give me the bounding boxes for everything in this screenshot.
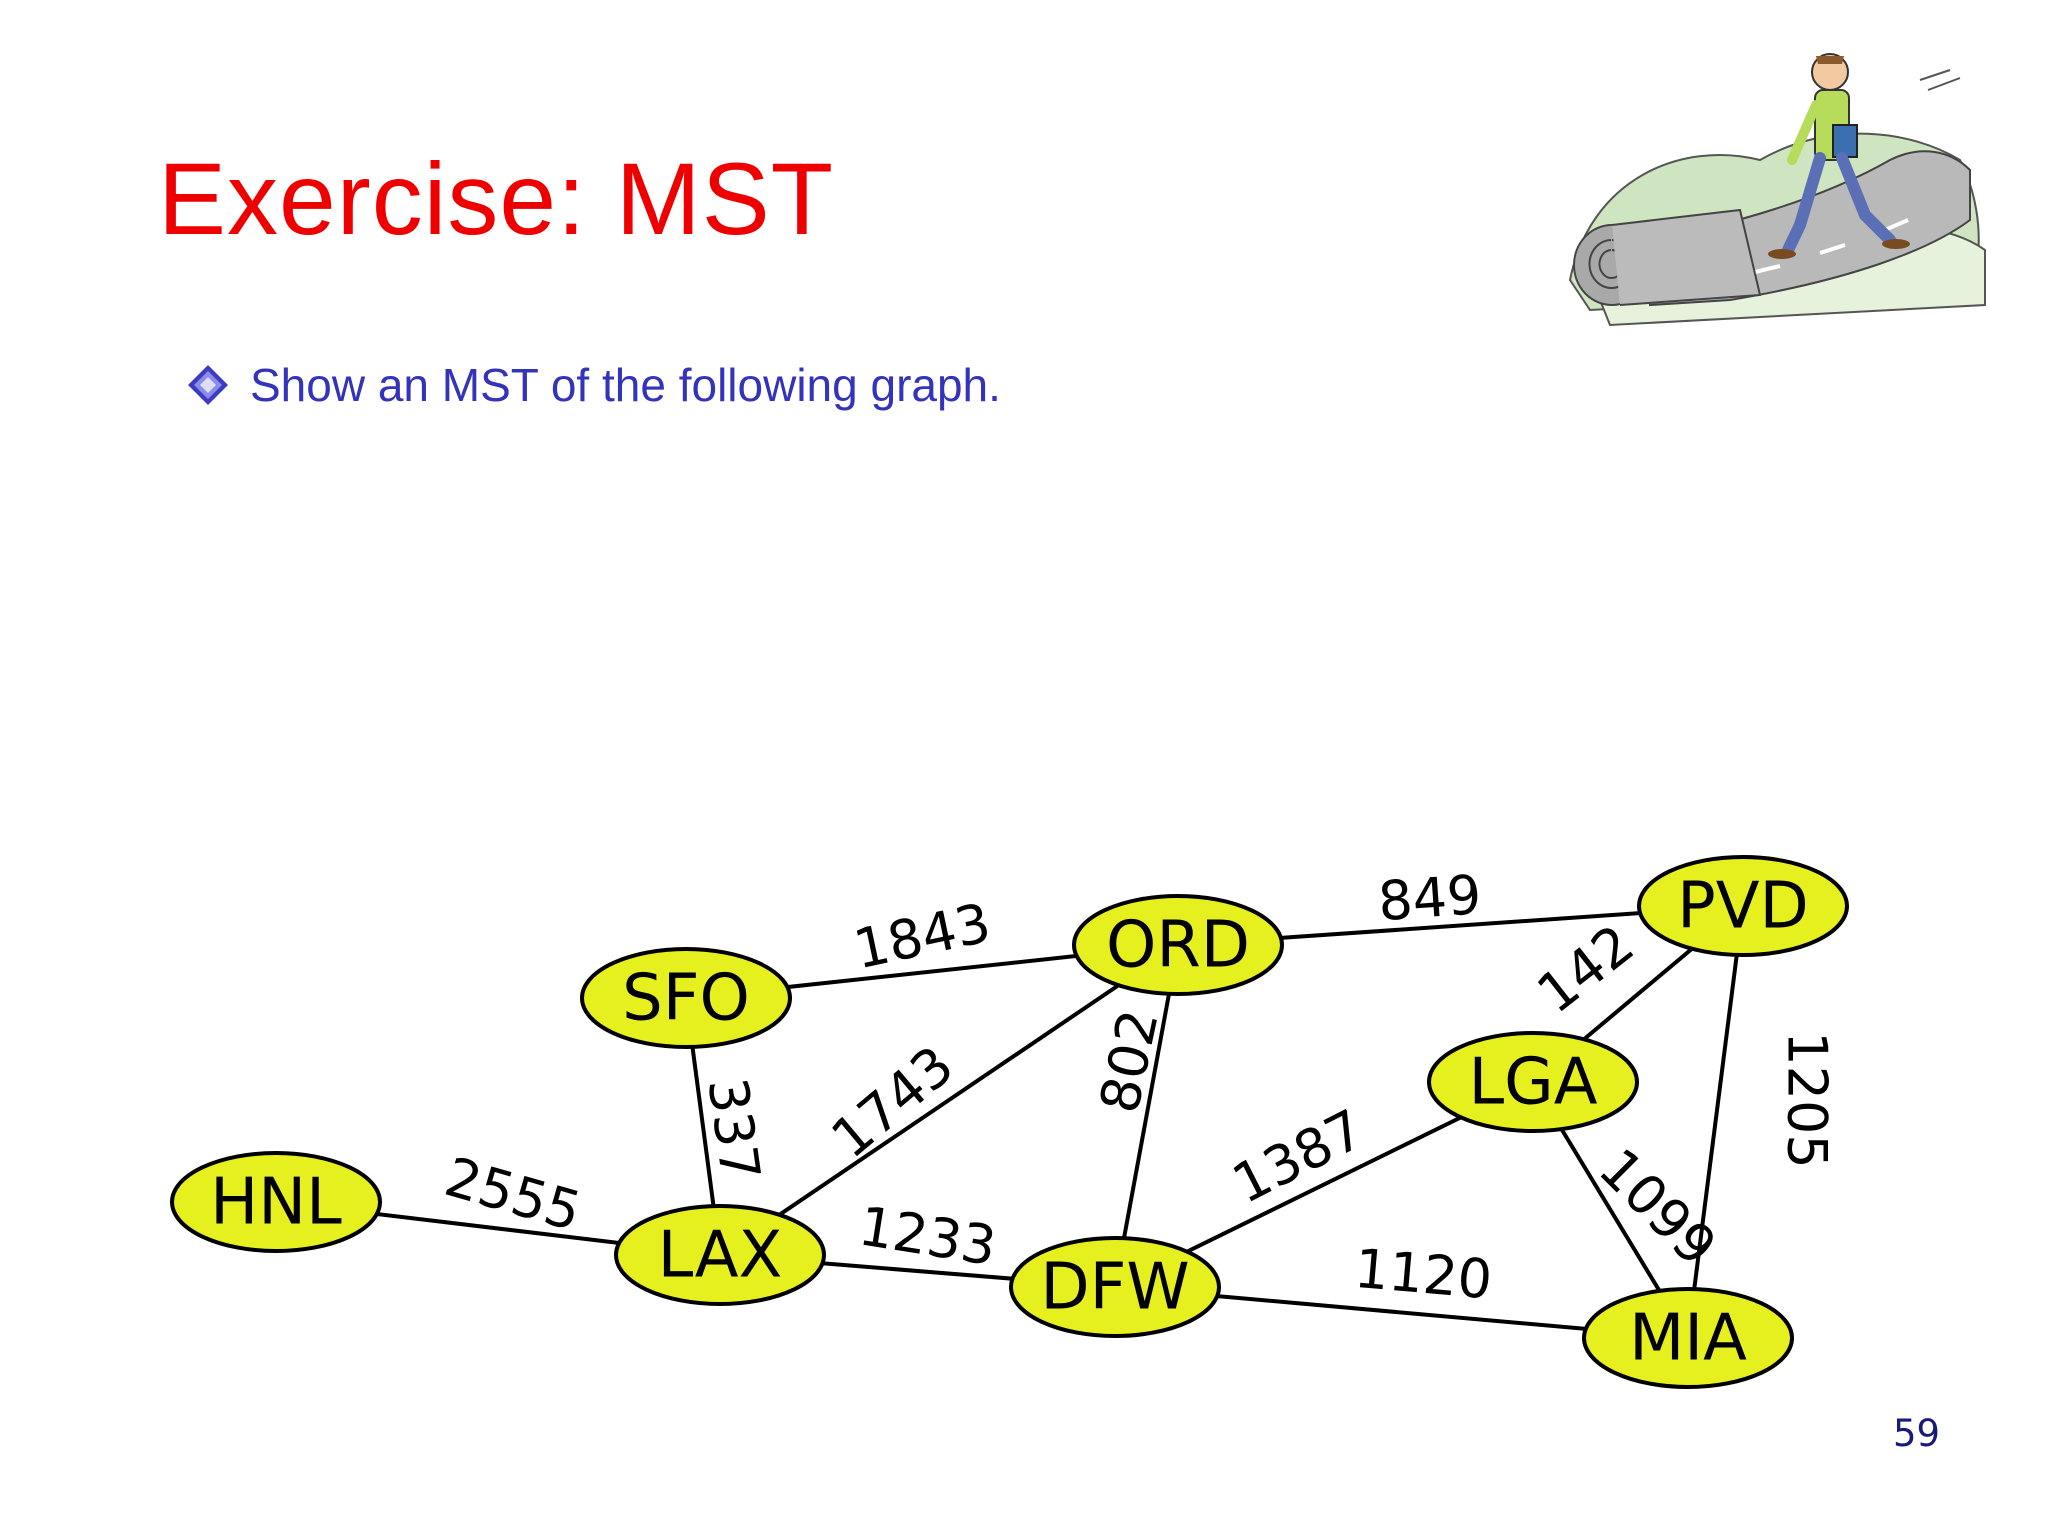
node-ellipse bbox=[1427, 1031, 1639, 1133]
edge-weight-pvd-lga: 142 bbox=[1526, 912, 1646, 1025]
node-lax: LAX bbox=[614, 1204, 826, 1306]
node-label: LGA bbox=[1468, 1046, 1597, 1120]
node-ord: ORD bbox=[1072, 894, 1284, 996]
node-label: PVD bbox=[1677, 870, 1809, 944]
edge-weight-ord-pvd: 849 bbox=[1376, 863, 1483, 933]
node-label: SFO bbox=[622, 962, 750, 1036]
edge-weight-dfw-mia: 1120 bbox=[1352, 1237, 1494, 1312]
node-ellipse bbox=[580, 947, 792, 1049]
node-label: MIA bbox=[1629, 1302, 1747, 1376]
node-pvd: PVD bbox=[1637, 855, 1849, 957]
man-walking-on-road-icon bbox=[1568, 53, 1986, 327]
bullet-item: Show an MST of the following graph. bbox=[186, 362, 1001, 408]
edge-ord-dfw bbox=[1113, 944, 1180, 1288]
node-ellipse bbox=[614, 1204, 826, 1306]
edge-weight-pvd-mia: 1205 bbox=[1775, 1031, 1838, 1168]
node-ellipse bbox=[1072, 894, 1284, 996]
diamond-bullet-icon bbox=[188, 365, 228, 405]
edge-weight-lax-dfw: 1233 bbox=[855, 1194, 1001, 1278]
node-label: DFW bbox=[1040, 1251, 1189, 1325]
node-ellipse bbox=[170, 1151, 382, 1253]
node-hnl: HNL bbox=[170, 1151, 382, 1253]
edge-weight-sfo-lax: 337 bbox=[695, 1074, 772, 1185]
node-label: ORD bbox=[1106, 909, 1250, 983]
edge-weight-ord-dfw: 802 bbox=[1088, 1004, 1171, 1118]
node-ellipse bbox=[1637, 855, 1849, 957]
page-number: 59 bbox=[1893, 1412, 1941, 1455]
node-dfw: DFW bbox=[1009, 1236, 1221, 1338]
bullet-text: Show an MST of the following graph. bbox=[250, 359, 1001, 411]
node-label: HNL bbox=[210, 1166, 342, 1240]
slide-title: Exercise: MST bbox=[158, 142, 835, 256]
node-sfo: SFO bbox=[580, 947, 792, 1049]
node-label: LAX bbox=[658, 1219, 783, 1293]
edge-lax-ord bbox=[718, 943, 1180, 1257]
node-lga: LGA bbox=[1427, 1031, 1639, 1133]
node-ellipse bbox=[1582, 1287, 1794, 1389]
edge-pvd-mia bbox=[1686, 905, 1745, 1339]
node-ellipse bbox=[1009, 1236, 1221, 1338]
node-mia: MIA bbox=[1582, 1287, 1794, 1389]
